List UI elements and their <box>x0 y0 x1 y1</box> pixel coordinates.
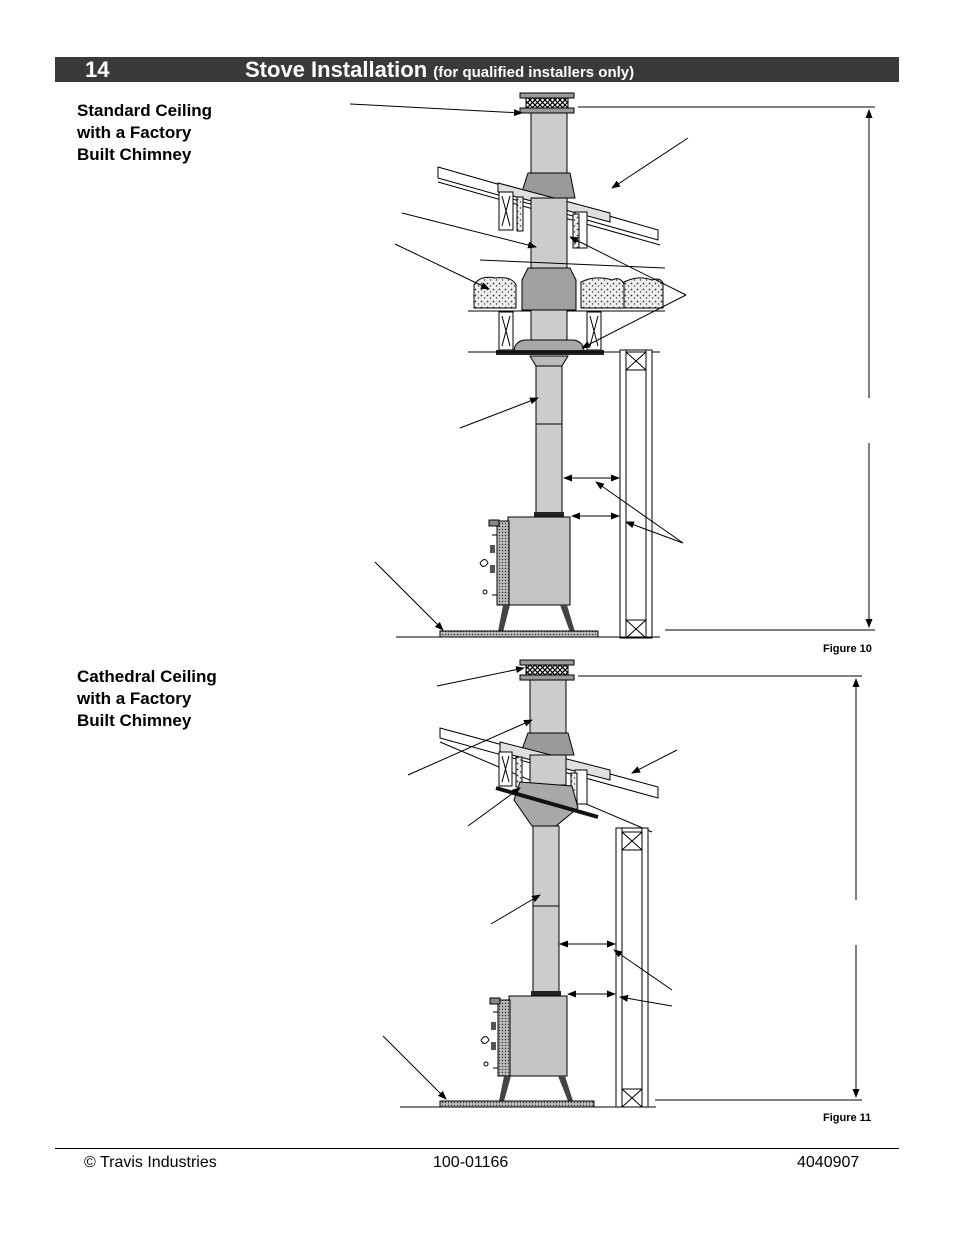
figure-10-label: Figure 10 <box>823 643 872 655</box>
wall <box>615 827 649 1108</box>
wall <box>619 349 653 639</box>
chimney-pipe <box>529 679 567 739</box>
footer-part-number: 100-01166 <box>433 1154 509 1171</box>
insulation <box>580 277 625 309</box>
figure-11-diagram <box>382 659 862 1108</box>
footer-copyright: © Travis Industries <box>84 1154 217 1171</box>
section-heading-standard-ceiling: Standard Ceiling with a Factory Built Ch… <box>77 100 277 166</box>
stove-pipe <box>535 365 563 517</box>
footer-doc-code: 4040907 <box>797 1154 860 1171</box>
attic-insulation-shield <box>521 267 577 311</box>
hearth-pad <box>439 630 599 638</box>
chimney-pipe-attic <box>530 197 568 271</box>
hearth-pad <box>439 1100 595 1108</box>
page-subtitle: (for qualified installers only) <box>433 64 635 81</box>
stove-pipe <box>532 825 560 995</box>
page-number: 14 <box>85 57 110 82</box>
footer-divider <box>55 1148 899 1149</box>
page-title-text: Stove Installation <box>245 57 428 82</box>
chimney-pipe-attic <box>529 754 567 786</box>
section-heading-cathedral-ceiling: Cathedral Ceiling with a Factory Built C… <box>77 666 277 732</box>
figure-11-label: Figure 11 <box>823 1112 872 1124</box>
heading-line: Built Chimney <box>77 145 192 164</box>
page-header-bar: 14 Stove Installation (for qualified ins… <box>55 57 899 82</box>
insulation <box>623 277 664 309</box>
chimney-cap <box>519 92 575 114</box>
heading-line: Standard Ceiling <box>77 101 213 120</box>
heading-line: with a Factory <box>77 689 192 708</box>
wood-stove <box>480 995 573 1101</box>
page-title: Stove Installation (for qualified instal… <box>245 57 634 85</box>
insulation <box>473 276 517 309</box>
figure-10-diagram <box>349 92 875 639</box>
wood-stove <box>479 516 575 632</box>
chimney-cap <box>519 659 575 681</box>
heading-line: with a Factory <box>77 123 192 142</box>
heading-line: Cathedral Ceiling <box>77 667 217 686</box>
heading-line: Built Chimney <box>77 711 192 730</box>
